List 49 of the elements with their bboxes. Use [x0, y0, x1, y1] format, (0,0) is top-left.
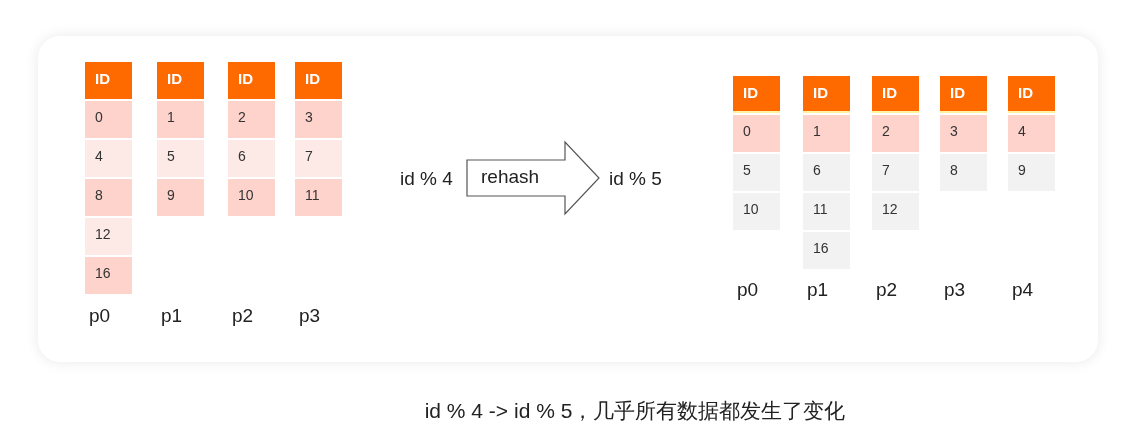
- table-cell: 8: [940, 154, 987, 191]
- header-cell: ID: [733, 76, 780, 113]
- table-cell: 9: [1008, 154, 1055, 191]
- table-cell: 12: [872, 193, 919, 230]
- partition-label: p3: [944, 279, 966, 301]
- table-cell: 0: [85, 101, 132, 138]
- table-cell: 2: [228, 101, 275, 138]
- header-cell: ID: [872, 76, 919, 113]
- table-cell: 2: [872, 115, 919, 152]
- header-cell: ID: [803, 76, 850, 113]
- header-cell: ID: [157, 62, 204, 99]
- table-cell: 11: [803, 193, 850, 230]
- partition-label: p1: [161, 305, 183, 327]
- header-cell: ID: [940, 76, 987, 113]
- table-cell: 1: [803, 115, 850, 152]
- partition-label: p2: [876, 279, 898, 301]
- caption: id % 4 -> id % 5，几乎所有数据都发生了变化: [423, 398, 847, 424]
- table-cell: 4: [1008, 115, 1055, 152]
- header-cell: ID: [1008, 76, 1055, 113]
- table-cell: 0: [733, 115, 780, 152]
- table-cell: 16: [85, 257, 132, 294]
- table-cell: 9: [157, 179, 204, 216]
- formula-text: id % 4: [400, 168, 453, 190]
- partition-label: p2: [232, 305, 254, 327]
- table-cell: 1: [157, 101, 204, 138]
- partition-label: p0: [737, 279, 759, 301]
- partition-label: p3: [299, 305, 321, 327]
- table-cell: 7: [295, 140, 342, 177]
- header-cell: ID: [295, 62, 342, 99]
- table-cell: 5: [157, 140, 204, 177]
- table-cell: 10: [733, 193, 780, 230]
- table-cell: 5: [733, 154, 780, 191]
- partition-label: p0: [89, 305, 111, 327]
- table-cell: 4: [85, 140, 132, 177]
- table-cell: 16: [803, 232, 850, 269]
- table-cell: 10: [228, 179, 275, 216]
- table-cell: 3: [940, 115, 987, 152]
- table-cell: 12: [85, 218, 132, 255]
- table-cell: 6: [228, 140, 275, 177]
- formula-text: id % 5: [609, 168, 662, 190]
- table-cell: 3: [295, 101, 342, 138]
- header-cell: ID: [85, 62, 132, 99]
- partition-label: p4: [1012, 279, 1034, 301]
- table-cell: 7: [872, 154, 919, 191]
- table-cell: 6: [803, 154, 850, 191]
- header-cell: ID: [228, 62, 275, 99]
- table-cell: 11: [295, 179, 342, 216]
- partition-label: p1: [807, 279, 829, 301]
- table-cell: 8: [85, 179, 132, 216]
